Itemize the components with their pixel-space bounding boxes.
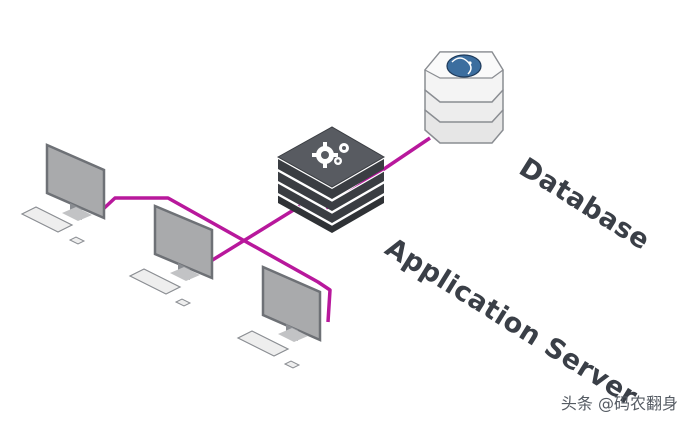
watermark-text: 头条 @码农翻身: [560, 394, 678, 413]
database-stack: [424, 51, 504, 144]
client-workstation-1: [20, 143, 106, 245]
gears-icon: [312, 142, 349, 168]
client-workstation-3: [236, 265, 322, 369]
client-workstation-2: [128, 204, 214, 307]
application-server-stack: [276, 126, 386, 233]
postgres-elephant-icon: [446, 54, 482, 78]
link-client2-server: [205, 204, 301, 266]
